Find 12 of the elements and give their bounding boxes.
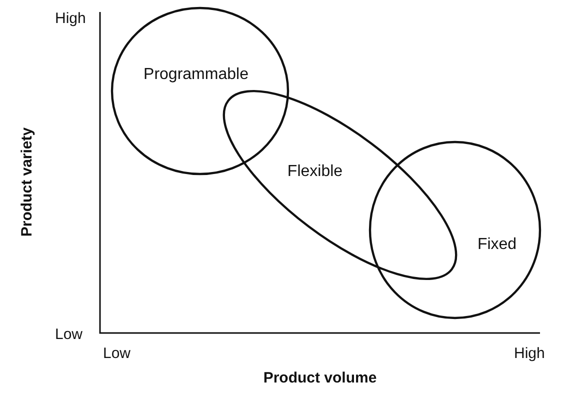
axis-tick-label: High xyxy=(55,10,86,27)
ellipse-outline xyxy=(224,91,456,279)
region-label: Flexible xyxy=(287,163,343,181)
axis-tick-label: Low xyxy=(103,345,131,362)
region-label: Fixed xyxy=(477,236,517,254)
axis-title: Product volume xyxy=(263,370,377,386)
region-label: Programmable xyxy=(144,66,248,84)
circle-outline xyxy=(370,142,540,318)
axis-tick-label: High xyxy=(514,345,545,362)
axis-tick-label: Low xyxy=(55,326,83,343)
circle-outline xyxy=(112,8,288,174)
axis-title: Product variety xyxy=(18,127,36,237)
